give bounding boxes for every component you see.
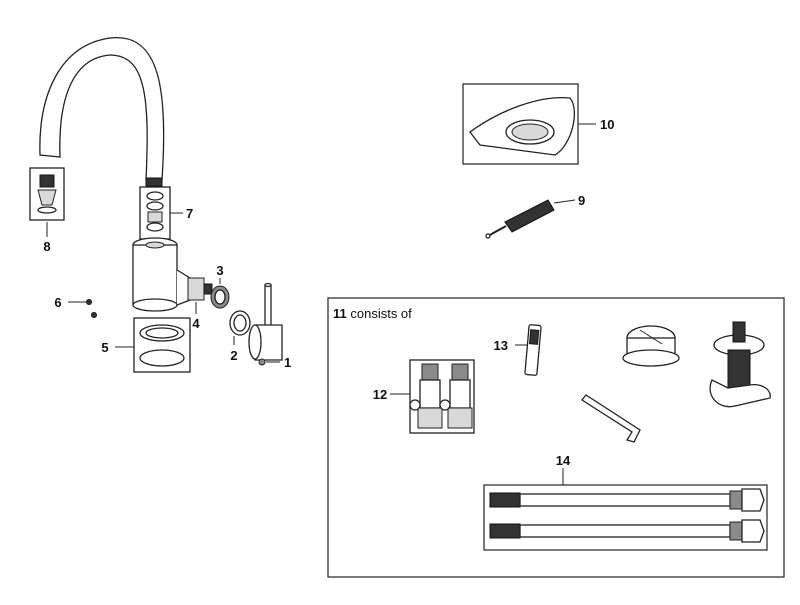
part-number-12: 12 — [373, 387, 387, 402]
part-number-2: 2 — [230, 348, 237, 363]
faucet-spout — [39, 36, 165, 187]
pen-part — [524, 324, 542, 376]
ring-part — [229, 310, 251, 336]
part-number-13: 13 — [494, 338, 508, 353]
part-number-1: 1 — [284, 355, 291, 370]
cartridge-part — [187, 277, 213, 301]
kit-caption-text: consists of — [347, 306, 412, 321]
aerator-part — [29, 167, 65, 221]
faucet-body — [132, 237, 191, 312]
valve-set-part — [409, 359, 475, 434]
tool-part — [485, 199, 555, 239]
part-number-9: 9 — [578, 193, 585, 208]
cap-part — [622, 325, 680, 367]
leader-9 — [553, 199, 576, 204]
mounting-plate-part — [462, 83, 579, 165]
part-number-3: 3 — [216, 263, 223, 278]
nut-part — [210, 285, 230, 309]
part-number-6: 6 — [54, 295, 61, 310]
o-ring-set — [139, 186, 171, 240]
screw-parts — [86, 299, 97, 318]
part-number-7: 7 — [186, 206, 193, 221]
base-ring-set — [133, 317, 191, 373]
mounting-stud-part — [709, 321, 771, 408]
part-number-5: 5 — [101, 340, 108, 355]
part-number-8: 8 — [43, 239, 50, 254]
hose-set-part — [483, 484, 768, 551]
kit-box — [327, 297, 785, 578]
handle-part — [248, 282, 283, 366]
part-number-10: 10 — [600, 117, 614, 132]
allen-key-part — [581, 394, 641, 443]
part-number-14: 14 — [556, 453, 571, 468]
kit-caption: 11 consists of — [333, 306, 412, 321]
kit-number: 11 — [333, 306, 347, 321]
part-number-4: 4 — [192, 316, 200, 331]
